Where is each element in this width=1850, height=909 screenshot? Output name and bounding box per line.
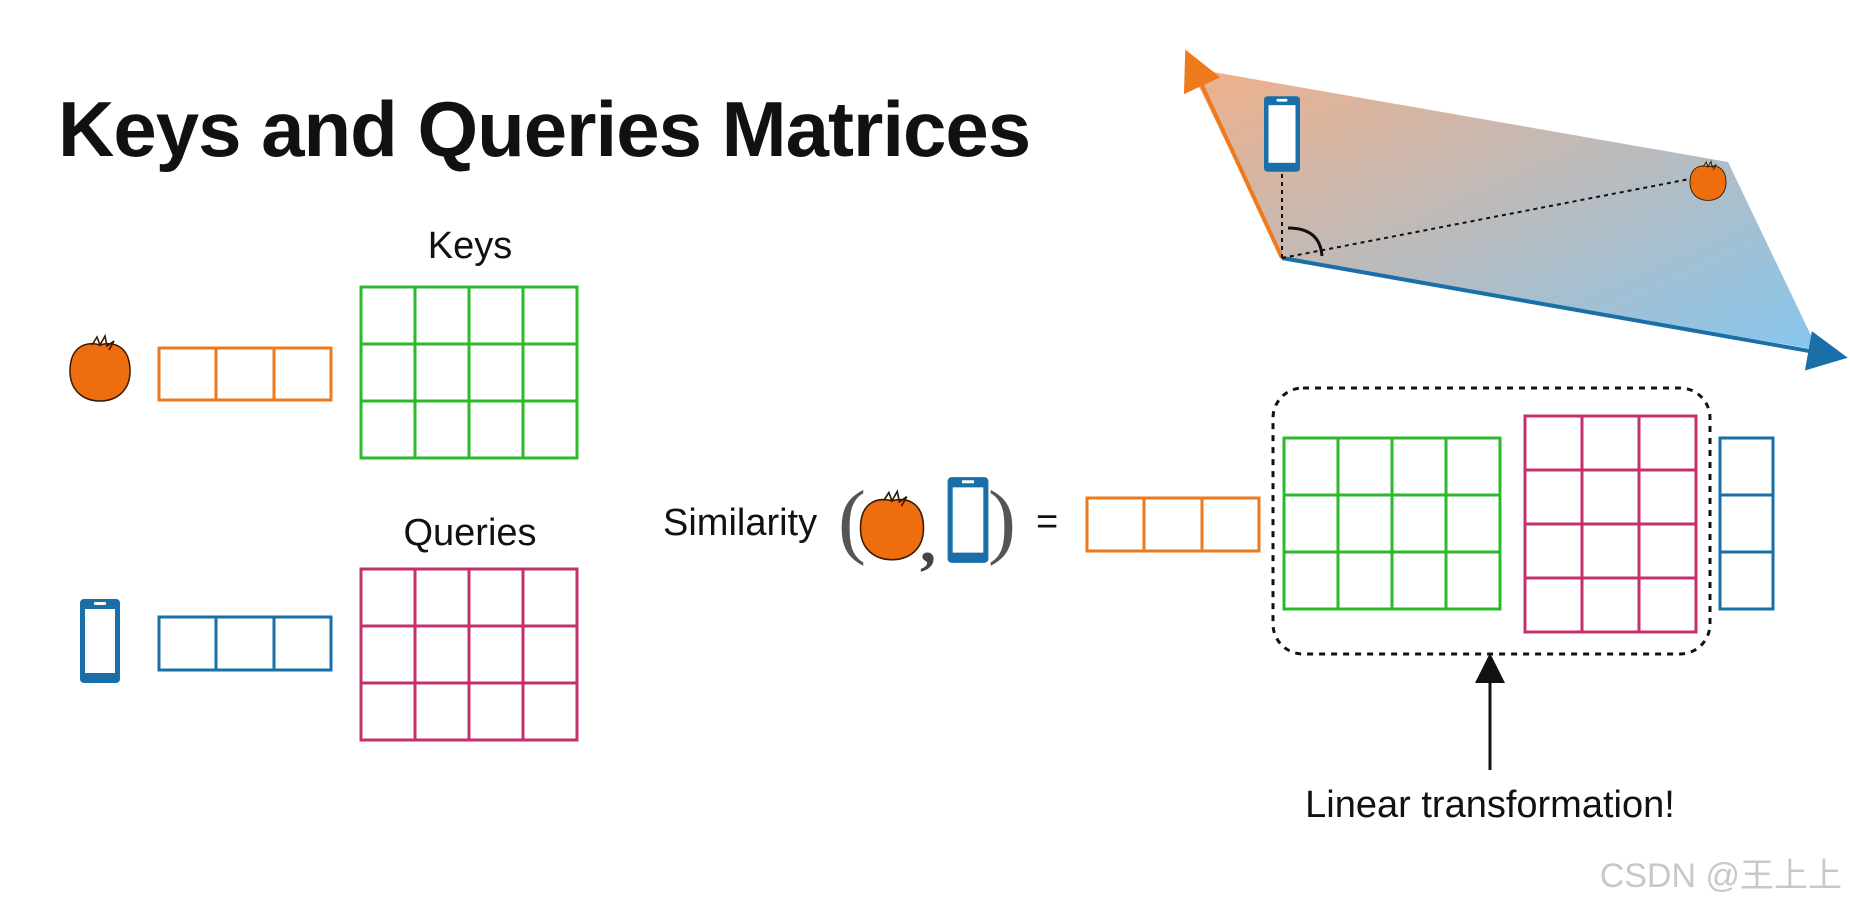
keys-matrix-result: [1282, 436, 1502, 611]
queries-matrix-transposed: [1523, 414, 1698, 634]
queries-label: Queries: [403, 512, 536, 554]
tomato-vector-result: [1085, 496, 1261, 553]
phone-vector: [157, 615, 333, 672]
close-paren: ): [988, 474, 1016, 567]
tomato-vector: [157, 346, 333, 402]
queries-matrix: [359, 567, 579, 742]
keys-label: Keys: [428, 225, 512, 267]
similarity-label: Similarity: [663, 502, 817, 544]
vector-plane-figure: [1183, 49, 1848, 371]
phone-icon: [1264, 96, 1300, 172]
angle-arc: [1287, 226, 1324, 257]
tomato-icon: [69, 335, 131, 402]
orange-vector-arrow: [1183, 49, 1284, 259]
tomato-icon: [859, 490, 925, 561]
page-title: Keys and Queries Matrices: [58, 85, 1030, 173]
phone-vector-transposed: [1718, 436, 1775, 611]
linear-transformation-label: Linear transformation!: [1305, 784, 1675, 826]
watermark: CSDN @王上上: [1600, 857, 1842, 895]
embedding-plane: [1190, 68, 1818, 350]
keys-matrix: [359, 285, 579, 460]
phone-icon: [947, 477, 989, 563]
phone-icon: [80, 599, 120, 683]
comma: ,: [920, 505, 936, 576]
tomato-vector-dotted: [1281, 176, 1701, 259]
blue-vector-arrow: [1281, 256, 1848, 371]
equals-sign: =: [1036, 501, 1058, 543]
